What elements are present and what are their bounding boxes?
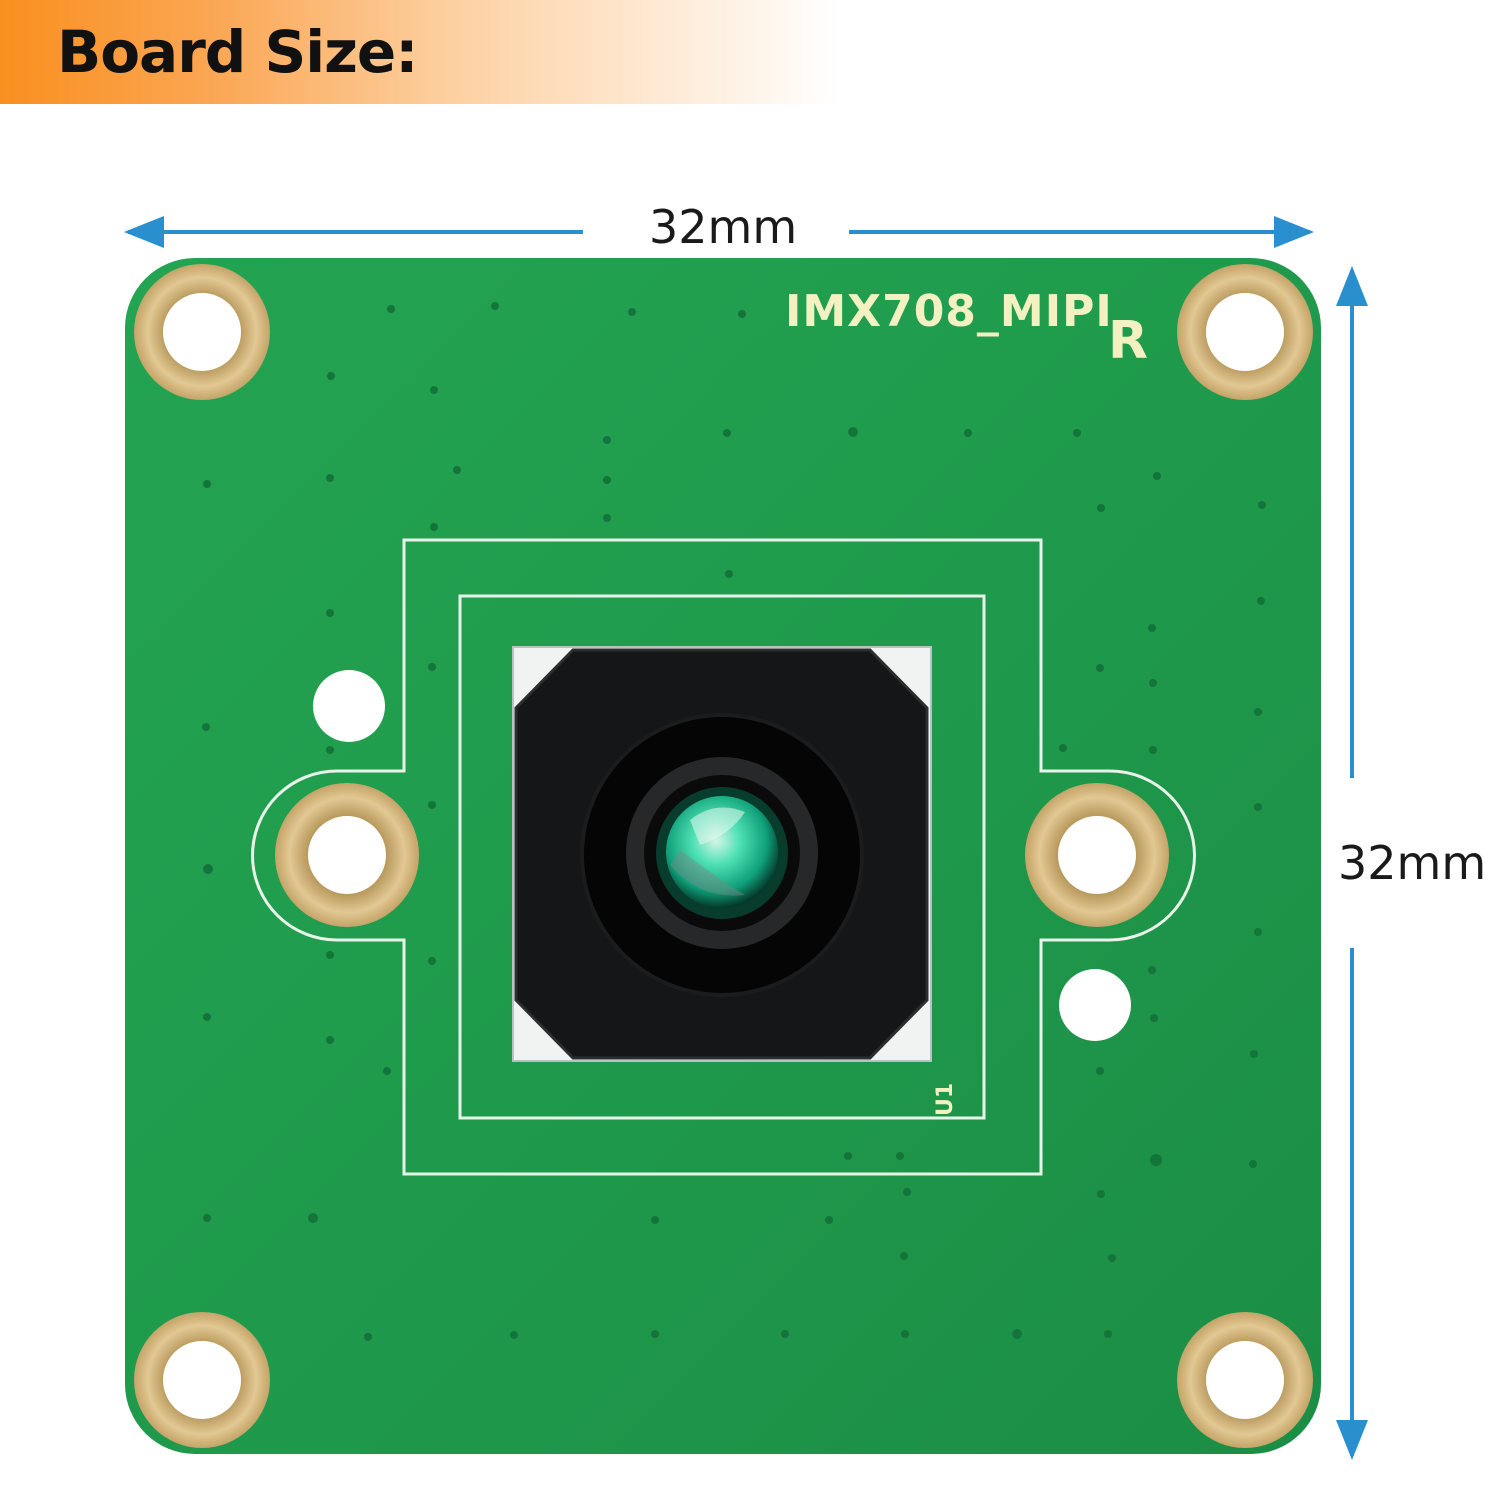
- board-corner-marking: R: [1108, 311, 1148, 371]
- mounting-hole-icon: [1177, 264, 1313, 400]
- mounting-hole-icon: [1025, 783, 1169, 927]
- lens-icon: [656, 787, 788, 919]
- pcb-vias: [202, 302, 1266, 1341]
- silkscreen-inner-frame: [458, 594, 986, 1120]
- header-banner: [0, 0, 840, 104]
- mounting-hole-icon: [134, 264, 270, 400]
- height-dimension-label: 32mm: [1338, 836, 1487, 890]
- board-model-marking: IMX708_MIPI: [785, 286, 1113, 337]
- page-title: Board Size:: [57, 18, 418, 86]
- component-marking: U1: [933, 1083, 958, 1116]
- mounting-hole-icon: [1177, 1312, 1313, 1448]
- mounting-hole-icon: [275, 783, 419, 927]
- alignment-hole-right: [1059, 969, 1131, 1041]
- mounting-hole-icon: [134, 1312, 270, 1448]
- silkscreen-outline: [251, 538, 1196, 1176]
- width-dimension-label: 32mm: [649, 200, 798, 254]
- alignment-hole-left: [313, 670, 385, 742]
